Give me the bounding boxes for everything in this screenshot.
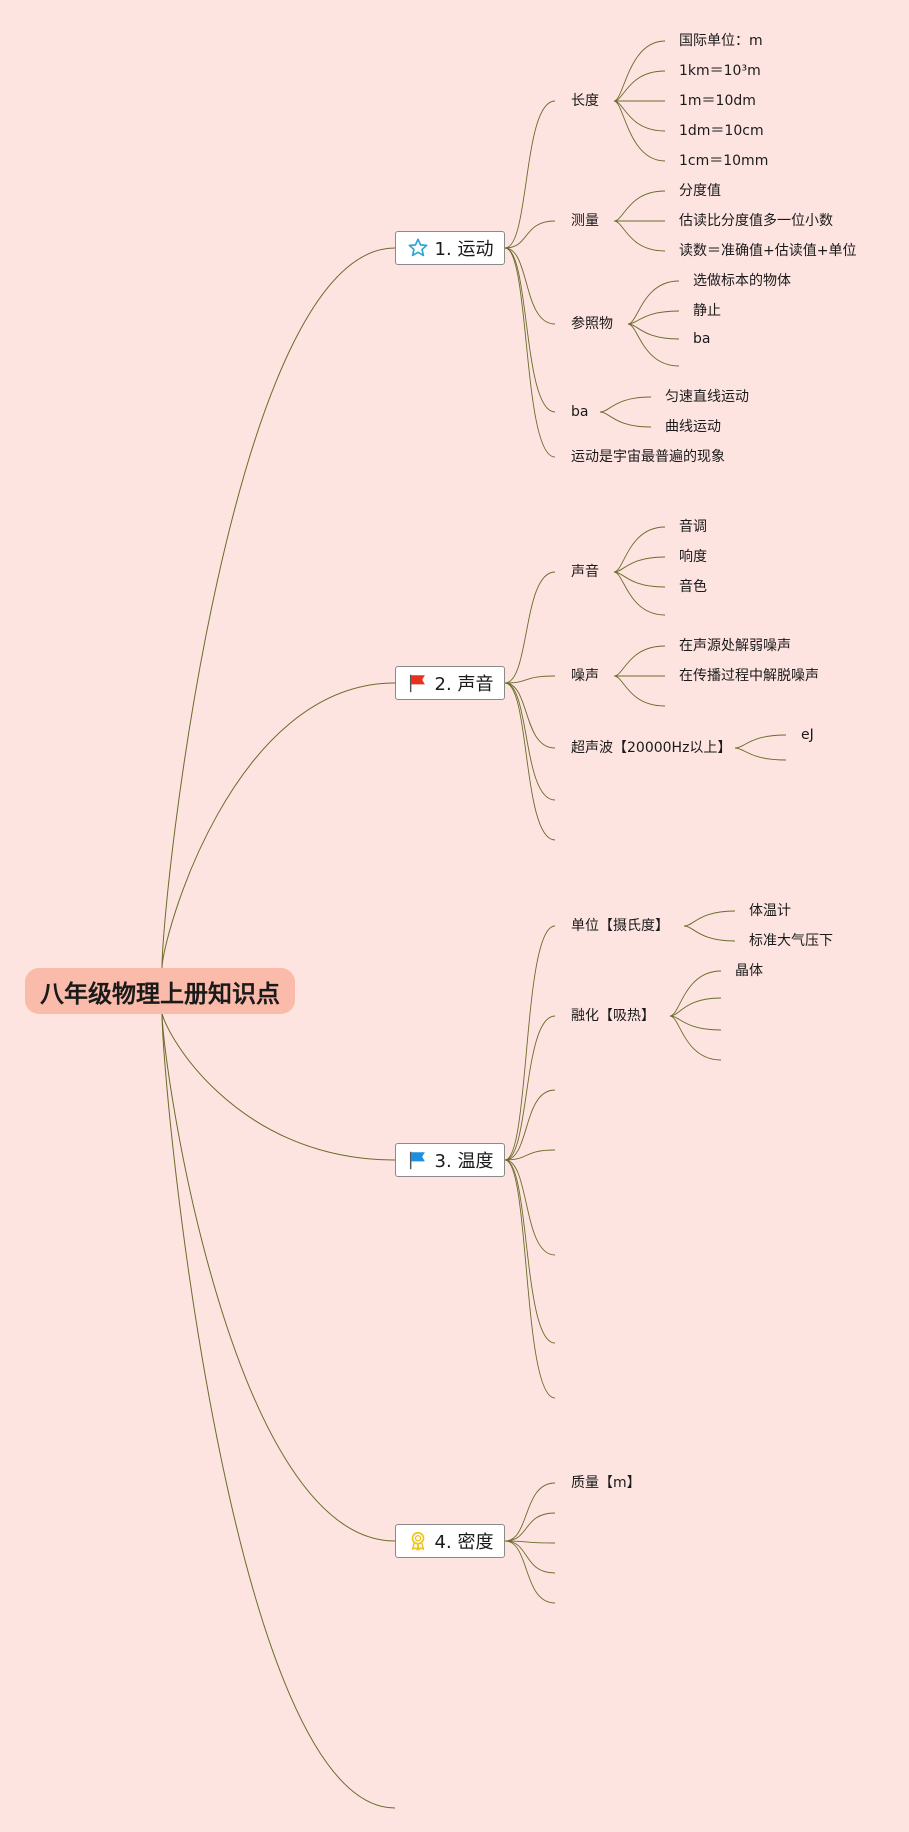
connector-line — [161, 247, 396, 969]
subtopic-sound[interactable]: 声音 — [571, 564, 599, 580]
red-flag-icon — [407, 672, 429, 694]
leaf-item[interactable]: ba — [693, 331, 711, 347]
leaf-item[interactable]: 1dm＝10cm — [679, 123, 764, 139]
connector-line — [161, 1011, 396, 1161]
subtopic-unit[interactable]: 单位【摄氏度】 — [571, 918, 669, 934]
connector-line — [504, 1015, 556, 1161]
leaf-item[interactable]: 音色 — [679, 579, 707, 595]
subtopic-melting[interactable]: 融化【吸热】 — [571, 1008, 655, 1024]
connector-line — [504, 925, 556, 1161]
connector-line — [669, 970, 722, 1017]
connector-line — [613, 556, 666, 573]
connector-line — [161, 682, 396, 969]
connector-line — [627, 280, 680, 325]
connector-line — [504, 100, 556, 249]
topic-label: 4. 密度 — [434, 1532, 494, 1553]
connector-line — [613, 100, 666, 132]
topic-temperature[interactable]: 3. 温度 — [395, 1143, 505, 1177]
connector-line — [504, 1512, 556, 1542]
connector-line — [734, 734, 787, 749]
leaf-item[interactable]: 标准大气压下 — [749, 933, 833, 949]
leaf-item[interactable]: 1cm＝10mm — [679, 153, 769, 169]
topic-motion[interactable]: 1. 运动 — [395, 231, 505, 265]
connector-line — [504, 1540, 556, 1604]
leaf-item[interactable]: 响度 — [679, 549, 707, 565]
topic-label: 1. 运动 — [434, 239, 494, 260]
connector-line — [504, 682, 556, 749]
subtopic-mass[interactable]: 质量【m】 — [571, 1475, 641, 1491]
connector-line — [161, 1011, 396, 1542]
connector-line — [683, 910, 736, 927]
connector-line — [504, 682, 556, 841]
connector-line — [613, 190, 666, 222]
connector-line — [734, 747, 787, 761]
leaf-item[interactable]: 匀速直线运动 — [665, 389, 749, 405]
connector-line — [504, 247, 556, 325]
connector-line — [613, 40, 666, 102]
subtopic-ultrasound[interactable]: 超声波【20000Hz以上】 — [571, 740, 732, 756]
connector-line — [504, 1540, 556, 1544]
connector-line — [504, 1540, 556, 1574]
leaf-item[interactable]: 读数＝准确值+估读值+单位 — [679, 243, 857, 259]
connector-line — [613, 100, 666, 162]
leaf-item[interactable]: 在传播过程中解脱噪声 — [679, 668, 819, 684]
root-topic[interactable]: 八年级物理上册知识点 — [25, 968, 295, 1014]
star-icon — [407, 237, 429, 259]
topic-label: 3. 温度 — [434, 1151, 494, 1172]
leaf-item[interactable]: 在声源处解弱噪声 — [679, 638, 791, 654]
connector-line — [504, 247, 556, 458]
leaf-item[interactable]: 1km＝10³m — [679, 63, 761, 79]
subtopic-length[interactable]: 长度 — [571, 93, 599, 109]
connector-line — [613, 675, 666, 707]
connector-line — [599, 411, 652, 428]
blue-flag-icon — [407, 1149, 429, 1171]
topic-label: 2. 声音 — [434, 674, 494, 695]
leaf-item[interactable]: 选做标本的物体 — [693, 273, 791, 289]
leaf-item[interactable]: eJ — [801, 727, 814, 743]
leaf-item[interactable]: 1m＝10dm — [679, 93, 756, 109]
connector-line — [669, 997, 722, 1017]
connector-line — [669, 1015, 722, 1061]
connector-line — [504, 1159, 556, 1256]
connector-line — [613, 526, 666, 573]
connector-line — [627, 310, 680, 325]
connector-line — [504, 247, 556, 413]
connector-line — [683, 925, 736, 942]
connector-line — [161, 1011, 396, 1809]
leaf-item[interactable]: 国际单位：m — [679, 33, 763, 49]
leaf-item[interactable]: 静止 — [693, 303, 721, 319]
connector-line — [613, 220, 666, 252]
connector-line — [669, 1015, 722, 1031]
topic-density[interactable]: 4. 密度 — [395, 1524, 505, 1558]
leaf-item[interactable]: 晶体 — [735, 963, 763, 979]
connector-line — [504, 1149, 556, 1161]
leaf-item[interactable]: 分度值 — [679, 183, 721, 199]
connector-line — [504, 682, 556, 801]
topic-sound[interactable]: 2. 声音 — [395, 666, 505, 700]
connector-line — [627, 323, 680, 367]
connector-line — [504, 1159, 556, 1399]
leaf-item[interactable]: 体温计 — [749, 903, 791, 919]
leaf-item[interactable]: 估读比分度值多一位小数 — [679, 213, 833, 229]
subtopic-motion-universal[interactable]: 运动是宇宙最普遍的现象 — [571, 449, 725, 465]
connector-line — [599, 396, 652, 413]
connector-line — [504, 1089, 556, 1161]
subtopic-measure[interactable]: 测量 — [571, 213, 599, 229]
connector-line — [504, 1482, 556, 1542]
subtopic-motion-type[interactable]: ba — [571, 404, 589, 420]
leaf-item[interactable]: 曲线运动 — [665, 419, 721, 435]
connector-line — [504, 1159, 556, 1344]
connector-line — [613, 571, 666, 616]
connector-line — [504, 675, 556, 684]
subtopic-reference[interactable]: 参照物 — [571, 316, 613, 332]
connector-line — [613, 70, 666, 102]
connector-line — [504, 220, 556, 249]
subtopic-noise[interactable]: 噪声 — [571, 668, 599, 684]
leaf-item[interactable]: 音调 — [679, 519, 707, 535]
connector-line — [504, 571, 556, 684]
connector-line — [613, 645, 666, 677]
award-ribbon-icon — [407, 1530, 429, 1552]
